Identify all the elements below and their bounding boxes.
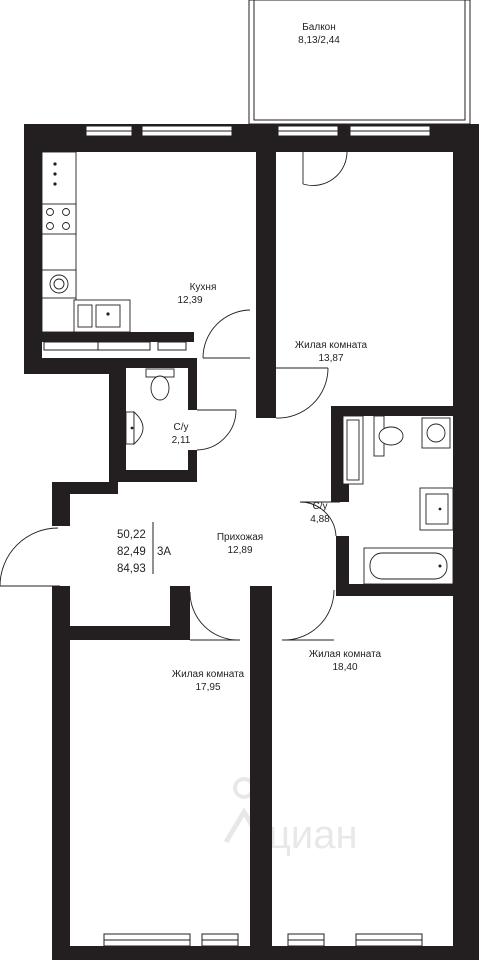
wall-bath1-right-top (188, 358, 197, 410)
kitchen-name: Кухня (190, 282, 217, 293)
wall-bath2-left-bottom (336, 536, 349, 596)
doors (0, 149, 348, 641)
toilet-icon (373, 415, 404, 457)
living2-name: Жилая комната (172, 669, 245, 680)
wall-living2-top (70, 626, 190, 640)
kitchen-sink-icon (73, 299, 131, 333)
living2-area: 17,95 (195, 682, 220, 693)
total-area-with-balcony: 84,93 (117, 563, 146, 575)
cooktop-icon (53, 162, 57, 186)
wall-bath2-top (331, 406, 461, 416)
door-balcony (302, 149, 348, 186)
wall-right (453, 124, 479, 960)
living3-area: 18,40 (332, 662, 357, 673)
wall-living2-door-jamb (170, 586, 190, 640)
wall-bath2-bottom (336, 584, 461, 596)
wall-hall-left-top (52, 482, 70, 526)
wall-kitchen-bottom (24, 332, 194, 342)
kitchen-counter (41, 151, 77, 333)
kitchen-opening-3 (157, 341, 187, 351)
bath2-name: С/у (313, 501, 328, 512)
bath1-name: С/у (174, 422, 189, 433)
bath2-area: 4,88 (310, 514, 330, 525)
balcony-name: Балкон (302, 22, 336, 33)
wall-kitchen-living1 (256, 150, 276, 418)
door-living2 (189, 591, 240, 641)
washing-machine-icon (41, 269, 77, 299)
bath1-area: 2,11 (172, 435, 191, 446)
kitchen-fixtures (41, 151, 131, 333)
wall-left-kitchen (24, 124, 42, 374)
watermark-text: циан (268, 813, 358, 857)
balcony (248, 0, 471, 125)
hall-area: 12,89 (227, 545, 252, 556)
apartment-type: 3А (157, 546, 171, 558)
kitchen-opening-1 (43, 341, 99, 351)
area-summary: 50,22 82,49 84,93 3А (117, 522, 171, 575)
bathtub-icon (363, 547, 454, 585)
hall-name: Прихожая (217, 532, 263, 543)
wall-living2-living3 (250, 586, 272, 960)
kitchen-opening-2 (97, 341, 151, 351)
door-bath1 (196, 409, 237, 451)
room-labels: Балкон 8,13/2,44 Кухня 12,39 Жилая комна… (172, 22, 382, 693)
door-living3 (281, 589, 335, 641)
windows (43, 125, 431, 947)
washbasin-icon (419, 487, 454, 531)
door-living1 (275, 367, 329, 419)
cian-watermark: циан (223, 777, 358, 857)
living3-name: Жилая комната (309, 649, 382, 660)
wall-kitchen-bottom-left (24, 358, 114, 374)
living1-area: 13,87 (318, 353, 343, 364)
wall-bottom (52, 946, 479, 960)
balcony-inner-line (253, 0, 466, 121)
door-entrance (0, 527, 60, 587)
door-bath2 (299, 501, 340, 537)
toilet-icon (145, 368, 175, 401)
wall-bath1-right-bottom (188, 450, 197, 482)
door-kitchen (202, 309, 251, 359)
total-area: 82,49 (117, 546, 146, 558)
wall-bath1-left (109, 358, 126, 482)
washbasin-icon (125, 410, 144, 446)
balcony-area: 8,13/2,44 (298, 35, 340, 46)
wall-bath1-bottom (109, 470, 197, 482)
wall-kitchen-bottom-right (112, 358, 194, 368)
walls (24, 124, 479, 960)
balcony-outline (248, 0, 471, 125)
stove-icon (41, 203, 77, 235)
kitchen-area: 12,39 (177, 295, 202, 306)
living-area-total: 50,22 (117, 529, 146, 541)
bath1-fixtures (125, 368, 175, 446)
boiler-icon (421, 417, 451, 449)
wall-left-living2 (52, 586, 70, 960)
living1-name: Жилая комната (295, 340, 368, 351)
bath2-fixtures (342, 415, 454, 585)
